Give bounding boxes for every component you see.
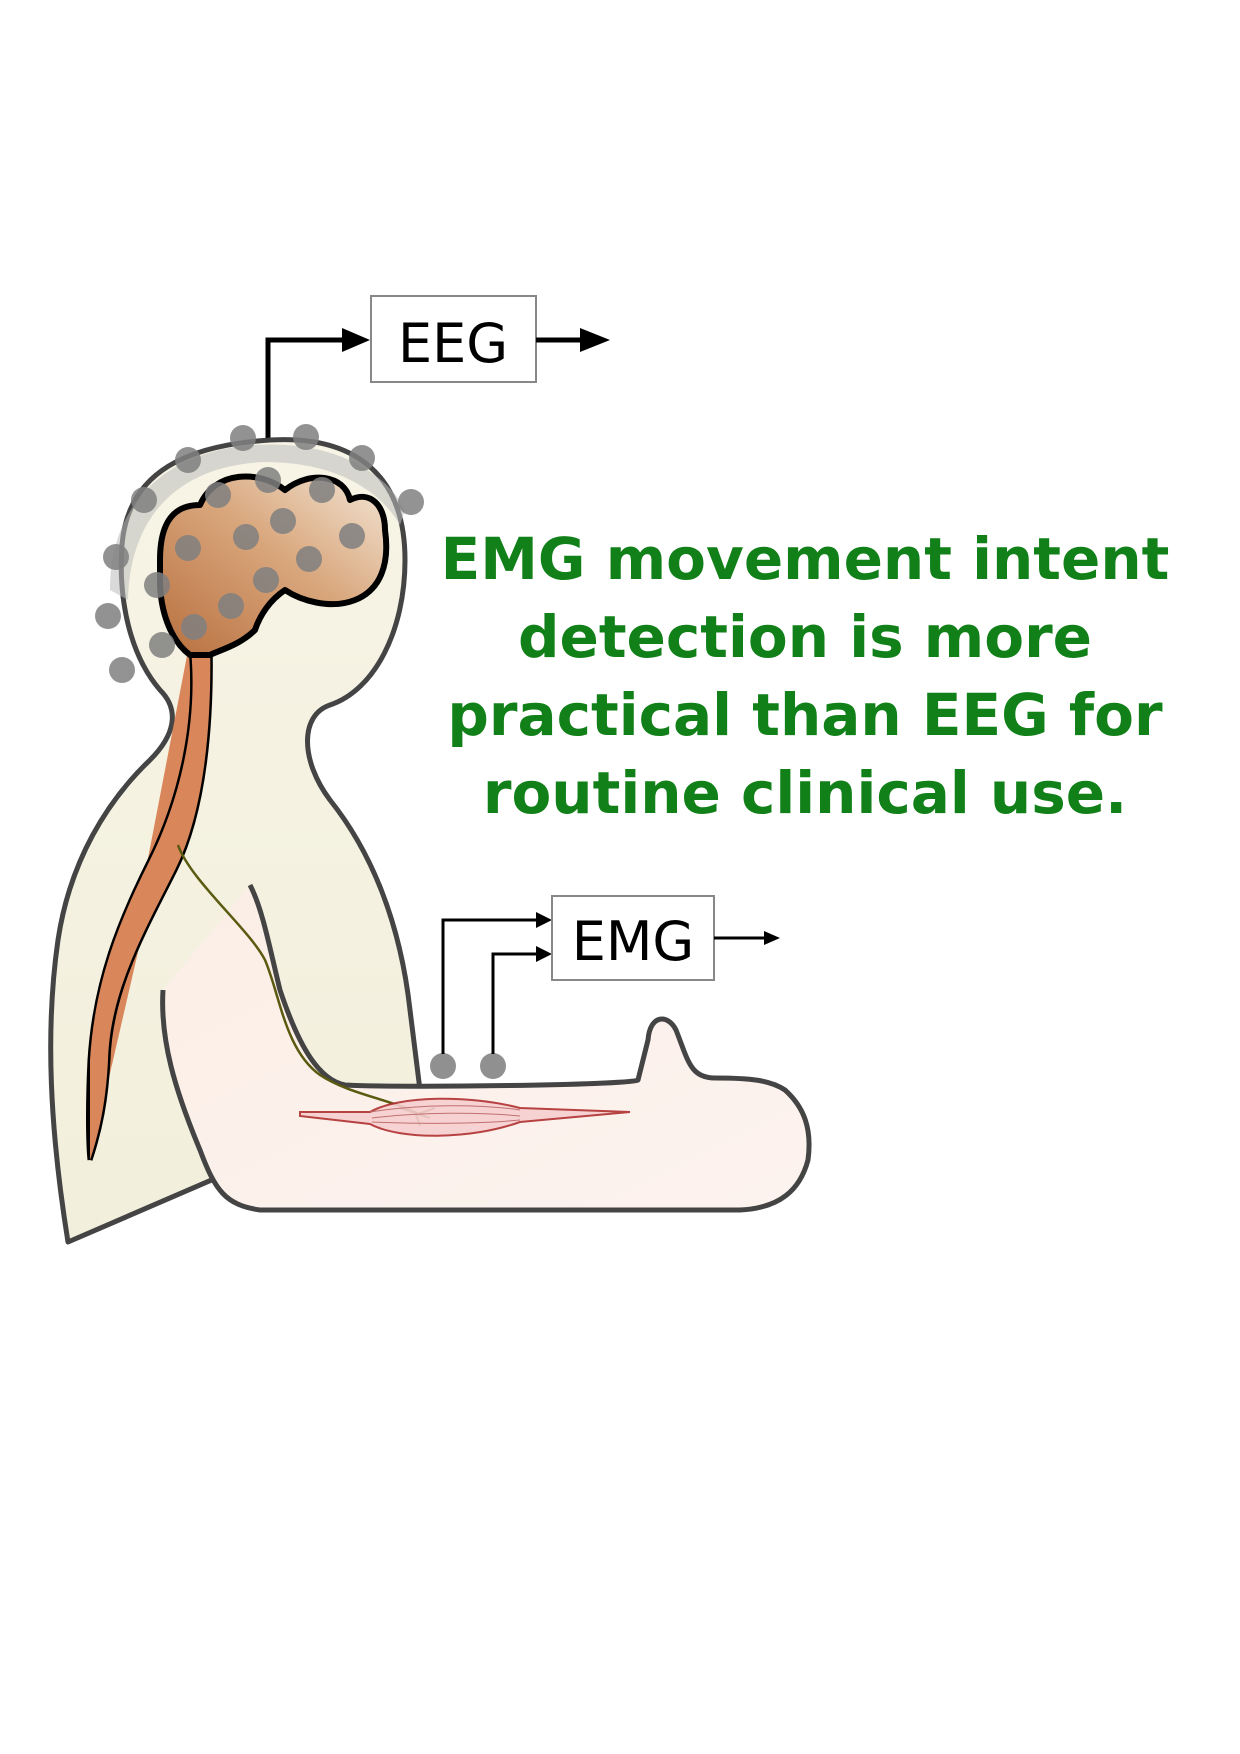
electrode [95,603,121,629]
electrode [103,544,129,570]
emg-electrodes [430,1053,506,1079]
eeg-lead-arrow [265,337,350,438]
emg-lead-2 [491,952,540,1054]
headline-statement: EMG movement intent detection is more pr… [440,525,1170,827]
electrode [230,425,256,451]
eeg-block: EEG [265,295,610,438]
electrode [149,632,175,658]
eeg-input-arrowhead [342,328,370,352]
emg-block: EMG [441,895,780,1054]
forearm-muscle [299,1097,631,1137]
electrode [233,524,259,550]
electrode [296,546,322,572]
electrode [181,614,207,640]
electrode [253,567,279,593]
electrode [339,523,365,549]
electrode [270,508,296,534]
emg-electrode [430,1053,456,1079]
arm-silhouette [160,883,812,1213]
eeg-box [370,295,537,383]
electrode [218,593,244,619]
electrode [255,467,281,493]
peripheral-nerve [176,844,421,1117]
electrode [131,487,157,513]
emg-electrode [480,1053,506,1079]
eeg-electrodes [95,424,424,683]
eeg-output-arrowhead [580,328,610,352]
electrode [398,489,424,515]
electrode [175,447,201,473]
electrode [144,572,170,598]
electrode [309,477,335,503]
emg-box [551,895,715,981]
spinal-cord-fill [90,640,211,1160]
electrode [293,424,319,450]
electrode [109,657,135,683]
eeg-cap [110,444,405,600]
eeg-box-label: EEG [398,312,508,375]
electrode [205,482,231,508]
brain [157,473,390,658]
emg-box-label: EMG [572,910,695,973]
emg-lead-1 [441,918,540,1054]
electrode [175,535,201,561]
electrode [349,445,375,471]
